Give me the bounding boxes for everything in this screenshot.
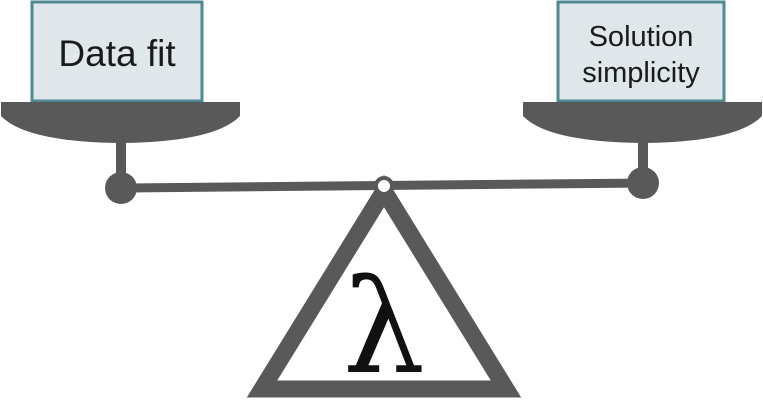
fulcrum-triangle [246, 174, 522, 398]
lambda-symbol: λ [343, 251, 425, 400]
data-fit-label: Data fit [58, 33, 176, 74]
right-pan-group: Solution simplicity [523, 0, 762, 143]
left-arm [105, 140, 137, 204]
right-arm [627, 140, 659, 199]
solution-simplicity-box [556, 0, 726, 103]
solution-label-line2: simplicity [582, 57, 700, 89]
left-pan-group: Data fit [1, 0, 240, 143]
right-joint [627, 167, 659, 199]
data-fit-box [30, 0, 204, 103]
left-pan [1, 102, 240, 143]
right-pan [523, 102, 762, 143]
solution-label-line1: Solution [589, 21, 694, 53]
left-joint [105, 172, 137, 204]
pivot-point [374, 176, 394, 196]
fulcrum: λ [246, 174, 522, 400]
